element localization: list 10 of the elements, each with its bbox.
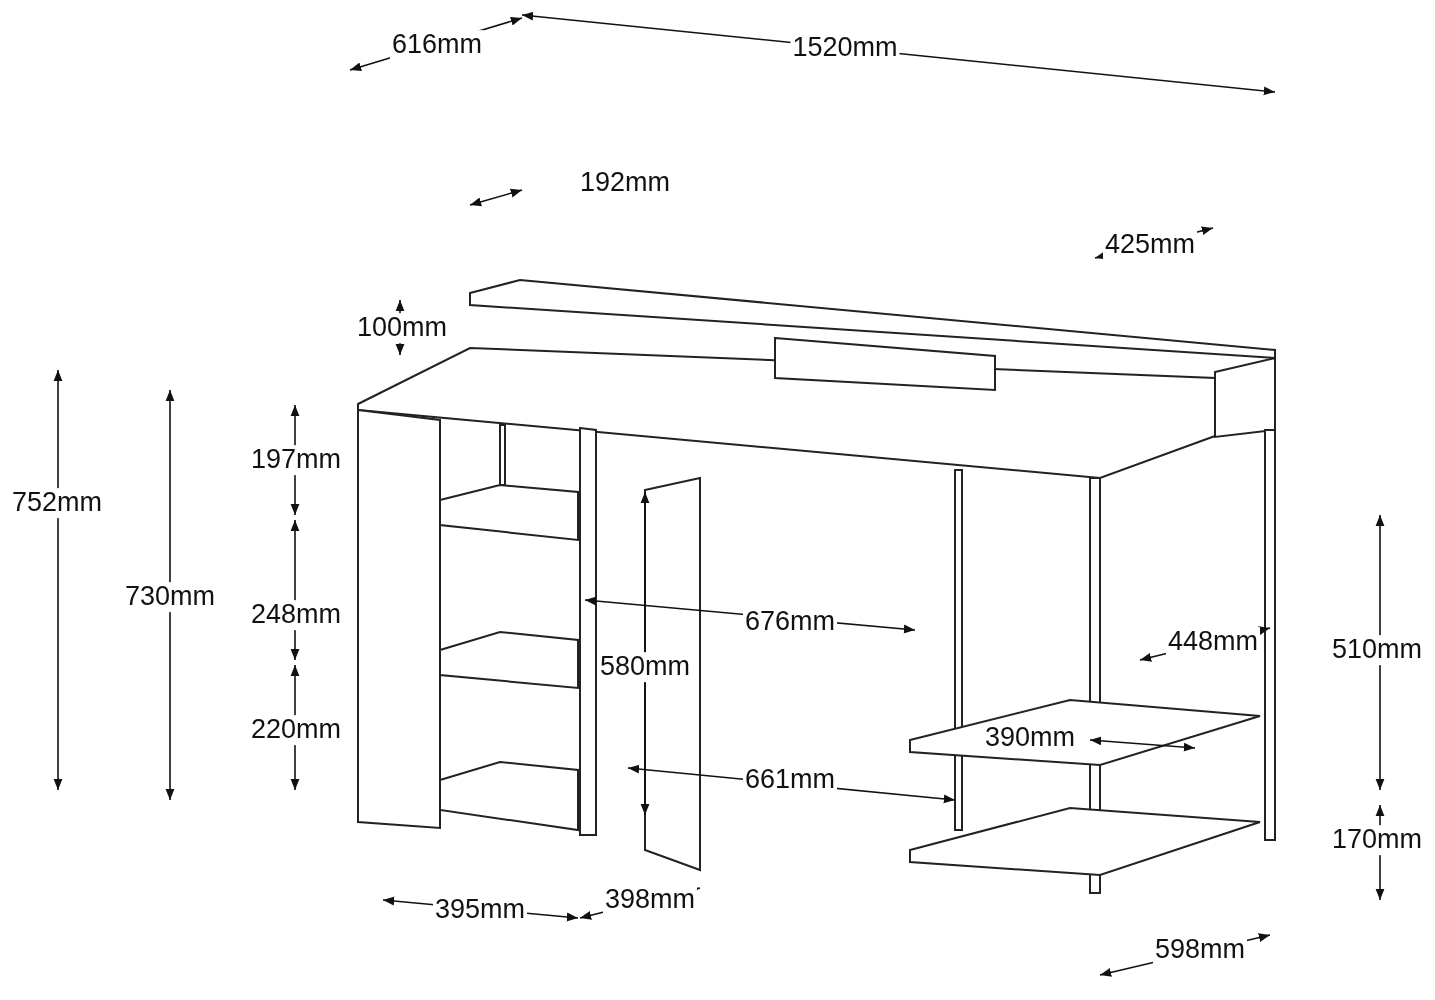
- dimension-label: 425mm: [1103, 230, 1197, 260]
- dimension-label: 248mm: [249, 600, 343, 630]
- dimension-label: 616mm: [390, 30, 484, 60]
- dimension-label: 398mm: [603, 885, 697, 915]
- dimension-label: 752mm: [10, 488, 104, 518]
- dimension-label: 448mm: [1166, 627, 1260, 657]
- dimension-label: 580mm: [598, 652, 692, 682]
- dimension-label: 220mm: [249, 715, 343, 745]
- dimension-label: 510mm: [1330, 635, 1424, 665]
- dimension-label: 730mm: [123, 582, 217, 612]
